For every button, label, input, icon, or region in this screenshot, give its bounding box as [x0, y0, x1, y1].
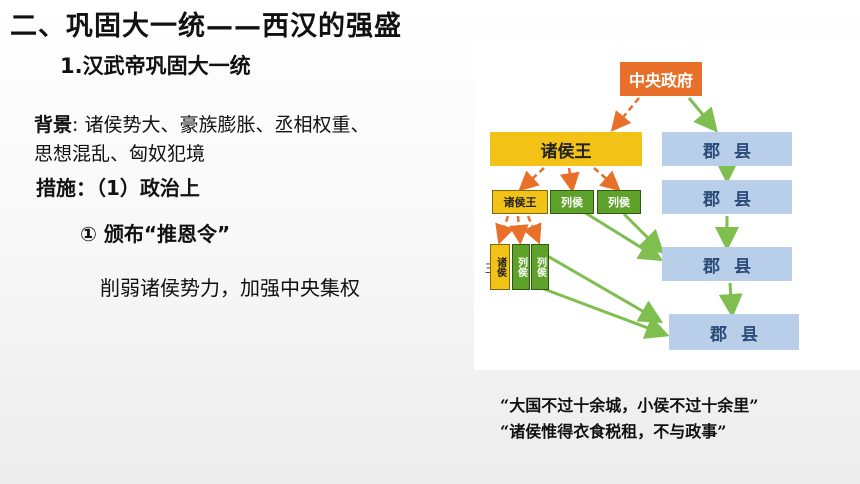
measure-heading: 措施：（1）政治上: [36, 176, 200, 200]
marquis-box-small-2: 列侯: [531, 244, 549, 290]
background-label: 背景: [34, 114, 73, 136]
background-text-1: : 诸侯势大、豪族膨胀、丞相权重、: [72, 114, 370, 136]
arrow-prince-mid-to-small: [495, 215, 515, 245]
marquis-box-medium-2: 列侯: [597, 190, 641, 214]
prince-box-medium: 诸侯王: [492, 190, 548, 214]
enfeoffment-diagram: 中央政府 诸侯王 郡县 郡县 郡县 郡县 诸侯王 列侯 列侯 王 诸侯 列侯 列…: [474, 42, 860, 370]
policy-effect: 削弱诸侯势力，加强中央集权: [100, 276, 360, 300]
arrow-county-3-to-4: [718, 282, 743, 318]
arrow-prince-mid-to-marquis-s2: [523, 215, 542, 245]
arrow-small-marquis-to-county-3: [543, 252, 664, 324]
county-box-3: 郡县: [662, 247, 792, 281]
background-line-1: 背景: 诸侯势大、豪族膨胀、丞相权重、: [34, 110, 369, 137]
quote-1: “大国不过十余城，小侯不过十余里”: [500, 396, 759, 415]
prince-box-small: 诸侯: [490, 244, 510, 290]
section-subtitle: 1.汉武帝巩固大一统: [60, 54, 251, 78]
arrow-prince-to-prince-mid: [518, 167, 545, 192]
arrow-prince-mid-to-marquis-s1: [508, 215, 529, 245]
policy-item: ① 颁布“推恩令”: [80, 222, 231, 246]
arrow-small-marquis-to-county-4: [535, 284, 670, 339]
county-box-1: 郡县: [662, 132, 792, 166]
arrow-prince-to-marquis-1: [559, 167, 580, 193]
prince-box-large: 诸侯王: [490, 132, 642, 166]
marquis-box-small-1: 列侯: [512, 244, 530, 290]
page-title: 二、巩固大一统——西汉的强盛: [10, 11, 402, 42]
county-box-4: 郡县: [669, 314, 799, 350]
central-government-box: 中央政府: [620, 62, 702, 96]
arrow-marquis-2-to-county: [622, 212, 665, 255]
county-box-2: 郡县: [662, 180, 792, 214]
arrow-central-to-county: [687, 97, 718, 133]
marquis-box-medium-1: 列侯: [550, 190, 594, 214]
background-line-2: 思想混乱、匈奴犯境: [34, 143, 206, 165]
arrow-prince-to-marquis-2: [593, 167, 621, 192]
diagram-arrows: [495, 97, 743, 339]
arrow-central-to-prince: [610, 97, 640, 132]
quote-2: “诸侯惟得衣食税租，不与政事”: [500, 422, 727, 441]
